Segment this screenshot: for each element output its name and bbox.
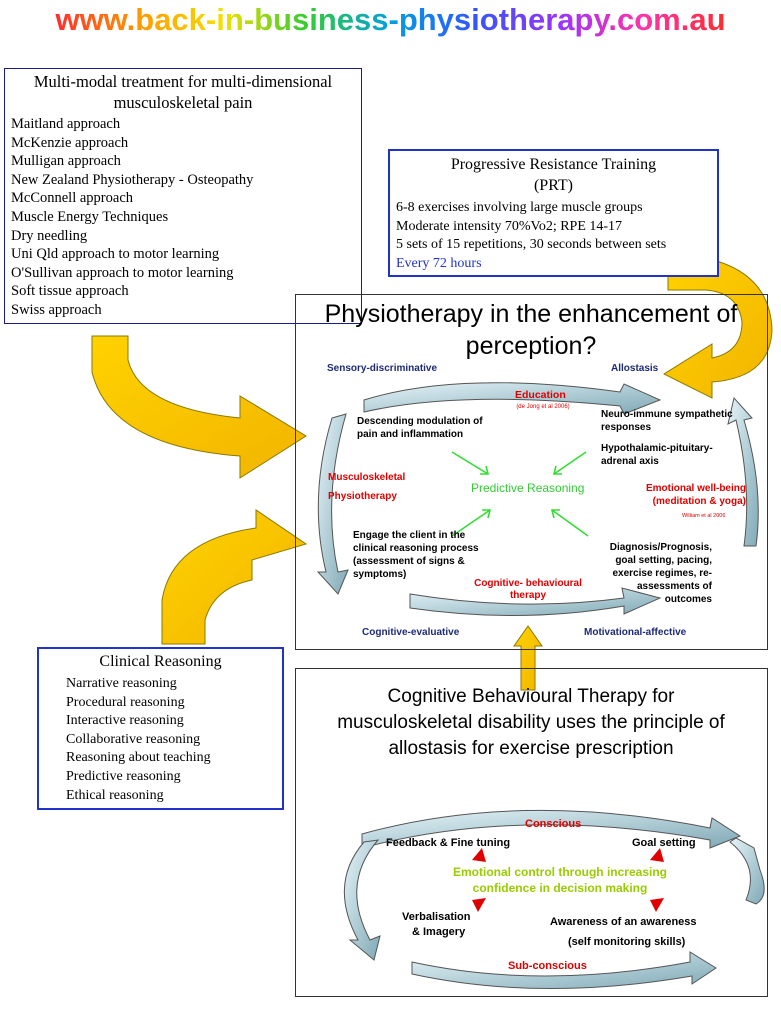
clinical-reasoning-box: Clinical Reasoning Narrative reasoning P… xyxy=(37,647,284,810)
site-banner[interactable]: www.back-in-business-physiotherapy.com.a… xyxy=(0,0,781,40)
prt-box: Progressive Resistance Training (PRT) 6-… xyxy=(388,149,719,277)
list-item: Procedural reasoning xyxy=(66,694,185,710)
gold-arrow-clinical xyxy=(161,509,308,645)
prt-title: Progressive Resistance Training xyxy=(450,156,657,173)
site-url[interactable]: www.back-in-business-physiotherapy.com.a… xyxy=(55,2,726,37)
cycle-arrow-bottom xyxy=(409,587,662,617)
list-item: 5 sets of 15 repetitions, 30 seconds bet… xyxy=(396,237,667,252)
list-item: Dry needling xyxy=(11,227,88,244)
cbt-arrow-right xyxy=(729,837,765,905)
cbt-arrow-bottom xyxy=(411,951,717,990)
gold-up-arrow xyxy=(513,625,543,691)
list-item: Moderate intensity 70%Vo2; RPE 14-17 xyxy=(396,218,623,234)
label-diagnosis: Diagnosis/Prognosis, goal setting, pacin… xyxy=(609,542,712,605)
list-item: Maitland approach xyxy=(11,116,121,132)
list-item: Muscle Energy Techniques xyxy=(11,208,169,225)
label-selfmon: (self monitoring skills) xyxy=(568,936,686,948)
perception-title: Physiotherapy in the enhancement of perc… xyxy=(324,300,738,360)
multimodal-list: Maitland approach McKenzie approach Mull… xyxy=(11,115,355,320)
label-awareness: Awareness of an awareness xyxy=(550,916,697,928)
label-allostasis: Allostasis xyxy=(611,363,659,374)
label-verbal-1: Verbalisation xyxy=(402,911,471,923)
multimodal-title: Multi-modal treatment for multi-dimensio… xyxy=(33,72,333,112)
prt-list: 6-8 exercises involving large muscle gro… xyxy=(396,199,711,273)
list-item: Mulligan approach xyxy=(11,153,121,170)
label-emotional: Emotional well-being (meditation & yoga) xyxy=(645,483,746,507)
label-conscious: Conscious xyxy=(525,818,582,830)
cbt-arrow-top xyxy=(361,809,742,849)
label-cognitive-evaluative: Cognitive-evaluative xyxy=(362,627,460,638)
label-motivational: Motivational-affective xyxy=(584,627,687,638)
label-msk-1: Musculoskeletal xyxy=(328,472,406,483)
cycle-arrow-top xyxy=(363,382,662,415)
perception-box xyxy=(295,294,768,650)
gold-arrow-prt xyxy=(662,257,773,399)
list-item: Interactive reasoning xyxy=(66,713,184,729)
list-item: Soft tissue approach xyxy=(11,283,129,300)
list-item: Ethical reasoning xyxy=(66,787,164,803)
education-ref: (de Jong et al 2006) xyxy=(516,404,570,410)
list-item: McConnell approach xyxy=(11,190,134,207)
label-neuro: Neuro-immune sympathetic responses xyxy=(601,409,733,433)
emotional-ref: William et al 2006 xyxy=(682,513,726,519)
label-subconscious: Sub-conscious xyxy=(508,960,587,972)
list-item: Narrative reasoning xyxy=(66,676,177,691)
list-item: New Zealand Physiotherapy - Osteopathy xyxy=(11,171,254,188)
multimodal-box: Multi-modal treatment for multi-dimensio… xyxy=(4,68,362,324)
gold-arrow-multimodal xyxy=(91,335,307,479)
clinical-list: Narrative reasoning Procedural reasoning… xyxy=(66,675,282,805)
label-education: Education xyxy=(515,389,566,401)
list-item: Reasoning about teaching xyxy=(66,750,211,766)
list-item: Uni Qld approach to motor learning xyxy=(11,246,220,263)
label-descending: Descending modulation of pain and inflam… xyxy=(357,416,483,440)
red-triangles xyxy=(472,848,664,912)
cycle-arrow-right xyxy=(727,396,759,547)
cbt-box xyxy=(295,668,768,997)
cbt-title: Cognitive Behavioural Therapy for muscul… xyxy=(337,686,725,759)
list-item: 6-8 exercises involving large muscle gro… xyxy=(396,200,643,215)
label-msk-2: Physiotherapy xyxy=(328,491,397,502)
prt-abbr: (PRT) xyxy=(533,177,574,194)
cycle-arrow-left xyxy=(316,413,349,595)
label-engage: Engage the client in the clinical reason… xyxy=(353,530,479,580)
label-verbal-2: & Imagery xyxy=(412,926,466,938)
green-arrows xyxy=(451,451,589,537)
list-item: Swiss approach xyxy=(11,301,102,318)
list-item: O'Sullivan approach to motor learning xyxy=(11,264,234,281)
label-sensory: Sensory-discriminative xyxy=(327,363,438,374)
list-item: McKenzie approach xyxy=(11,134,129,151)
list-item: Predictive reasoning xyxy=(66,768,181,784)
list-item: Collaborative reasoning xyxy=(66,731,201,747)
cbt-arrow-left xyxy=(343,839,381,961)
label-hpa: Hypothalamic-pituitary-adrenal axis xyxy=(601,443,713,467)
label-predictive: Predictive Reasoning xyxy=(471,481,585,495)
prt-frequency: Every 72 hours xyxy=(396,255,482,271)
label-cbt: Cognitive- behavioural therapy xyxy=(474,578,582,601)
label-feedback: Feedback & Fine tuning xyxy=(386,837,511,849)
clinical-title: Clinical Reasoning xyxy=(99,653,222,670)
label-cbt-emotional: Emotional control through increasing con… xyxy=(452,865,667,895)
label-goal: Goal setting xyxy=(632,837,696,849)
